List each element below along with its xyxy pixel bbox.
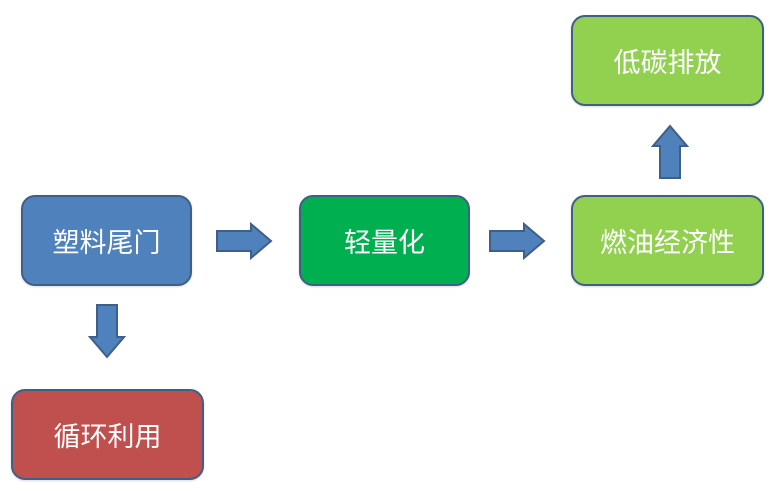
node-plastic-tailgate: 塑料尾门 [21,195,192,286]
node-lightweight: 轻量化 [299,195,470,286]
arrow-lightweight-to-fuel [489,222,546,260]
arrow-fuel-to-low-carbon [651,124,689,179]
node-fuel-economy: 燃油经济性 [571,195,764,286]
arrow-tailgate-to-lightweight [216,222,273,260]
node-recycling: 循环利用 [11,389,204,480]
arrow-tailgate-to-recycling [88,304,126,359]
node-low-carbon: 低碳排放 [571,15,764,106]
